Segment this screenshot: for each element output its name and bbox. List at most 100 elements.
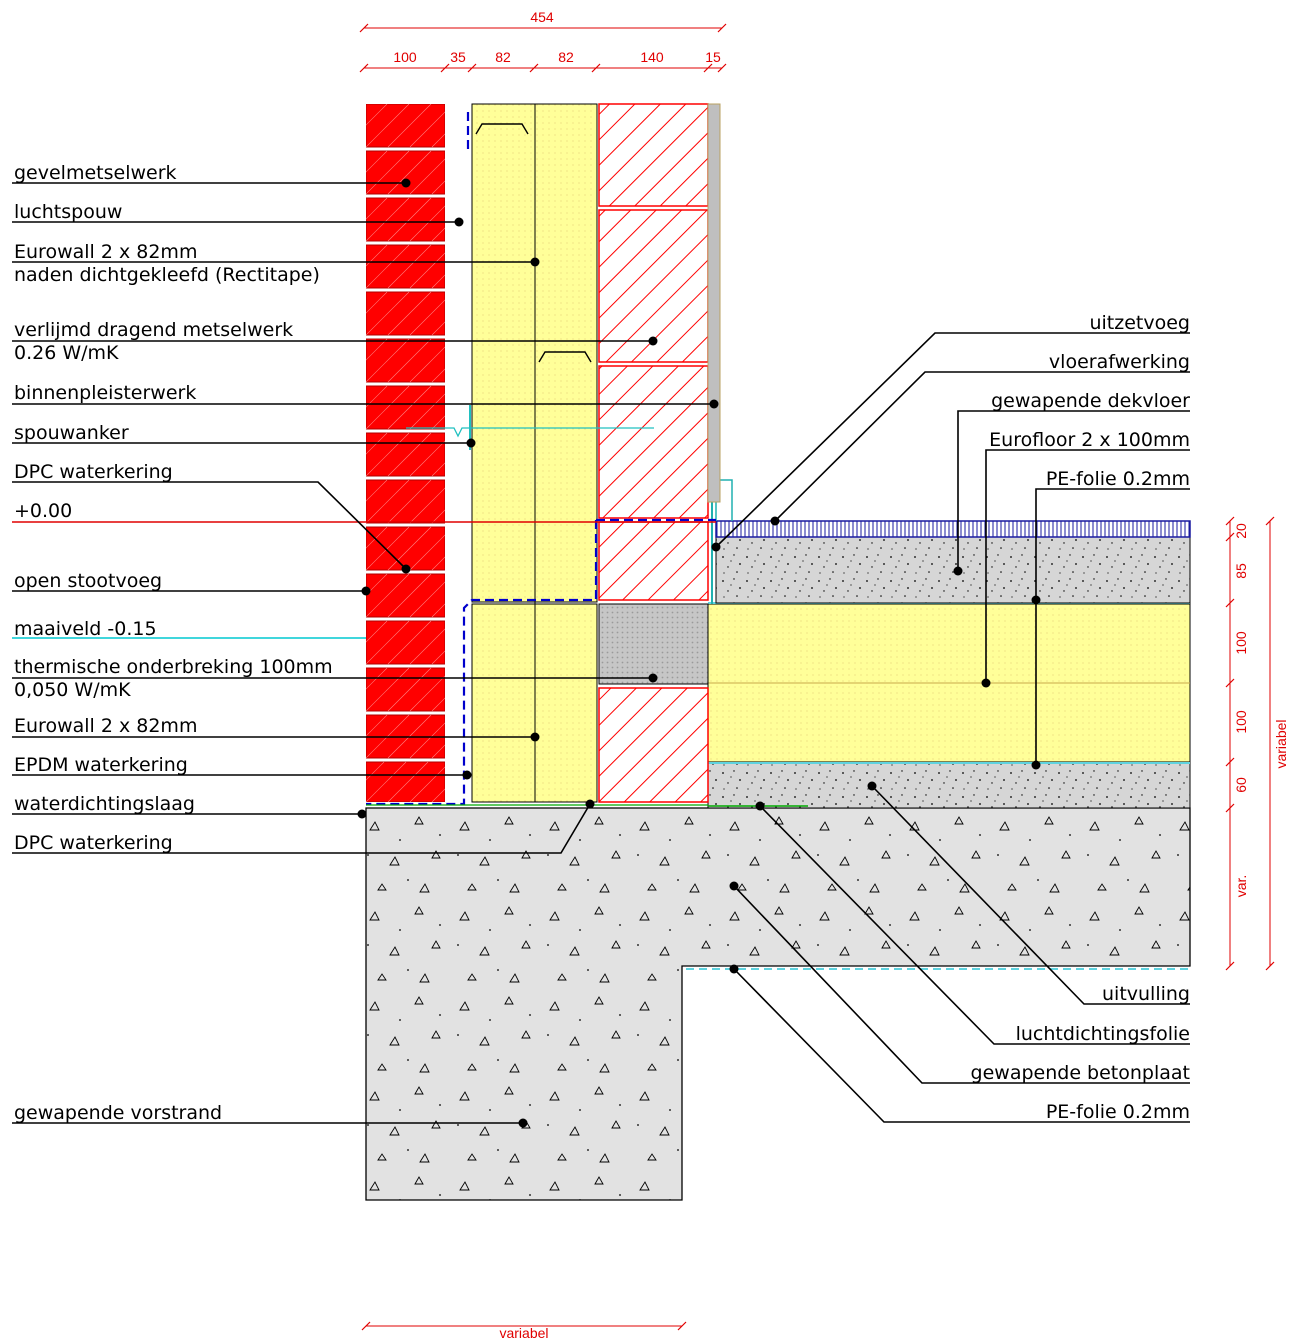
brick-course	[366, 479, 445, 524]
brick-hatch-line	[409, 252, 445, 289]
brick-hatch-line	[366, 479, 410, 524]
brick-hatch-line	[366, 150, 388, 173]
brick-course	[366, 385, 445, 430]
label-pe-folie-lower: PE-folie 0.2mm	[1046, 1101, 1190, 1123]
binnenpleisterwerk	[707, 103, 721, 503]
thermische-onderbreking	[598, 603, 709, 685]
brick-hatch-line	[431, 788, 445, 802]
label-eurowall-upper: Eurowall 2 x 82mm	[14, 241, 197, 263]
brick-hatch-line	[366, 667, 410, 712]
dim-82-a: 82	[495, 49, 511, 65]
brick-hatch-line	[409, 534, 445, 571]
brick-hatch-line	[366, 526, 410, 571]
concrete-foundation	[365, 807, 1191, 1201]
brick-hatch-line	[387, 197, 432, 242]
brick-hatch-line	[366, 385, 388, 408]
brick-hatch-line	[366, 244, 410, 289]
brick-hatch-line	[387, 667, 432, 712]
brick-hatch-line	[409, 205, 445, 242]
gewapende-dekvloer	[715, 536, 1191, 604]
dim-vert-variabel: variabel	[1273, 719, 1289, 768]
brick-course	[366, 761, 445, 802]
brick-hatch-line	[366, 526, 388, 549]
brick-course	[366, 104, 445, 148]
brick-hatch-line	[366, 197, 388, 220]
dim-vert-100-a: 100	[1233, 631, 1249, 655]
label-waterdichtingslaag: waterdichtingslaag	[14, 793, 195, 815]
brick-hatch-line	[431, 180, 445, 195]
right-dimensions: 20 85 100 100 60 var. variabel	[1225, 516, 1289, 971]
brick-hatch-line	[387, 150, 432, 195]
brick-hatch-line	[387, 104, 432, 148]
label-pe-folie-upper: PE-folie 0.2mm	[1046, 468, 1190, 490]
label-gewapende-vorstrand: gewapende vorstrand	[14, 1102, 222, 1124]
brick-hatch-line	[431, 415, 445, 430]
label-luchtdichtingsfolie: luchtdichtingsfolie	[1016, 1023, 1190, 1045]
brick-hatch-line	[366, 620, 388, 643]
label-thermal-break-lambda: 0,050 W/mK	[14, 679, 131, 701]
label-dpc-waterkering-lower: DPC waterkering	[14, 832, 173, 854]
brick-hatch-line	[409, 487, 445, 524]
brick-hatch-line	[387, 526, 432, 571]
brick-hatch-line	[366, 385, 410, 430]
brick-hatch-line	[409, 158, 445, 195]
brick-hatch-line	[366, 432, 388, 455]
dim-82-b: 82	[558, 49, 574, 65]
brick-hatch-line	[409, 346, 445, 383]
label-naden-dichtgekleefd: naden dichtgekleefd (Rectitape)	[14, 264, 320, 286]
dim-vert-60: 60	[1233, 777, 1249, 793]
brick-hatch-line	[366, 714, 388, 737]
brick-hatch-line	[387, 573, 432, 618]
brick-hatch-line	[387, 479, 432, 524]
brick-hatch-line	[431, 321, 445, 336]
brick-hatch-line	[387, 620, 432, 665]
label-dpc-waterkering-upper: DPC waterkering	[14, 461, 173, 483]
brick-hatch-line	[366, 291, 410, 336]
brick-hatch-line	[431, 462, 445, 477]
brick-hatch-line	[387, 291, 432, 336]
brick-course	[366, 291, 445, 336]
brick-hatch-line	[366, 338, 388, 361]
dim-35: 35	[450, 49, 466, 65]
brick-hatch-line	[431, 509, 445, 524]
dim-vert-100-b: 100	[1233, 710, 1249, 734]
label-verlijmd-dragend-metselwerk: verlijmd dragend metselwerk	[14, 319, 293, 341]
brick-course	[366, 244, 445, 289]
brick-course	[366, 338, 445, 383]
brick-hatch-line	[409, 675, 445, 712]
brick-hatch-line	[366, 620, 410, 665]
top-dimensions: 454 100 35 82 82 140 15	[359, 9, 727, 73]
brick-hatch-line	[366, 761, 385, 781]
dragend-metselwerk-4	[598, 521, 709, 601]
brick-hatch-line	[409, 393, 445, 430]
label-binnenpleisterwerk: binnenpleisterwerk	[14, 382, 196, 404]
brick-hatch-line	[431, 227, 445, 242]
dim-vert-85: 85	[1233, 563, 1249, 579]
label-gewapende-betonplaat: gewapende betonplaat	[971, 1062, 1190, 1084]
spouwanker	[406, 427, 654, 438]
brick-hatch-line	[366, 150, 410, 195]
dragend-metselwerk-3	[598, 365, 709, 519]
brick-hatch-line	[387, 385, 432, 430]
brick-hatch-line	[366, 104, 388, 126]
dim-vert-var: var.	[1233, 875, 1249, 898]
label-open-stootvoeg: open stootvoeg	[14, 570, 162, 592]
brick-hatch-line	[366, 291, 388, 314]
label-epdm-waterkering: EPDM waterkering	[14, 754, 188, 776]
dim-15: 15	[705, 49, 721, 65]
brick-hatch-line	[409, 766, 445, 802]
dim-100: 100	[393, 49, 417, 65]
left-leaders	[12, 178, 719, 1128]
brick-hatch-line	[409, 299, 445, 336]
brick-course	[366, 150, 445, 195]
label-uitvulling: uitvulling	[1102, 983, 1190, 1005]
gevelmetselwerk	[366, 104, 445, 802]
brick-hatch-line	[366, 197, 410, 242]
label-eurofloor: Eurofloor 2 x 100mm	[989, 429, 1190, 451]
label-gewapende-dekvloer: gewapende dekvloer	[991, 390, 1190, 412]
brick-hatch-line	[409, 440, 445, 477]
brick-course	[366, 432, 445, 477]
dim-total-454: 454	[530, 9, 554, 25]
brick-hatch-line	[431, 650, 445, 665]
